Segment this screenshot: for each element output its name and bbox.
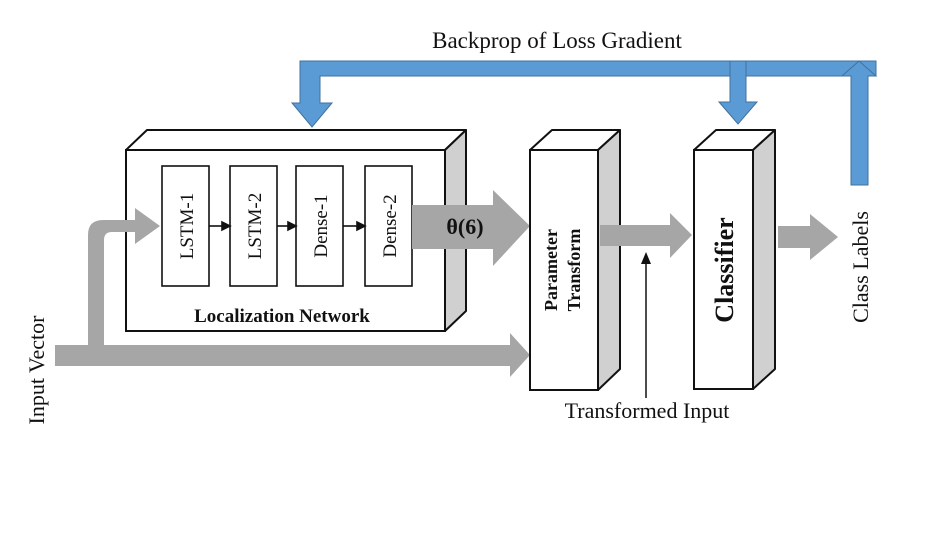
theta-label: θ(6)	[446, 214, 483, 239]
parameter-transform-line2: Transform	[564, 229, 584, 312]
input-main-arrow	[55, 333, 530, 377]
backprop-top-bar	[290, 60, 877, 128]
transformed-input-label: Transformed Input	[565, 398, 730, 423]
connector-arrowhead	[356, 220, 367, 232]
localization-layers: LSTM-1 LSTM-2 Dense-1 Dense-2	[161, 165, 413, 287]
classifier-label: Classifier	[710, 217, 739, 322]
input-branch-arrow	[88, 208, 160, 345]
parameter-transform-line1: Parameter	[541, 229, 561, 311]
layer-box-dense-1	[295, 165, 344, 287]
connector-arrowhead	[287, 220, 298, 232]
connector-arrowhead	[221, 220, 232, 232]
input-arrows	[55, 208, 530, 377]
parameter-transform-box	[529, 129, 621, 391]
input-vector-label: Input Vector	[24, 315, 49, 425]
backprop-from-labels-arrow	[840, 60, 878, 186]
backprop-to-classifier-arrow	[717, 60, 759, 125]
layer-label-lstm-1: LSTM-1	[177, 193, 198, 260]
layer-box-dense-2	[364, 165, 413, 287]
class-labels-label: Class Labels	[848, 211, 873, 323]
transformed-input-arrow	[600, 213, 692, 258]
layer-label-lstm-2: LSTM-2	[245, 193, 266, 260]
layer-box-lstm-1	[161, 165, 210, 287]
layer-label-dense-1: Dense-1	[311, 194, 332, 257]
backprop-arrows	[290, 60, 878, 186]
feedback-title: Backprop of Loss Gradient	[432, 28, 682, 53]
transformed-input-pointer	[641, 252, 651, 398]
localization-network-label: Localization Network	[194, 306, 370, 327]
classifier-box	[693, 129, 776, 390]
output-arrow	[778, 214, 838, 260]
layer-label-dense-2: Dense-2	[380, 194, 401, 257]
theta-arrow	[412, 190, 530, 266]
